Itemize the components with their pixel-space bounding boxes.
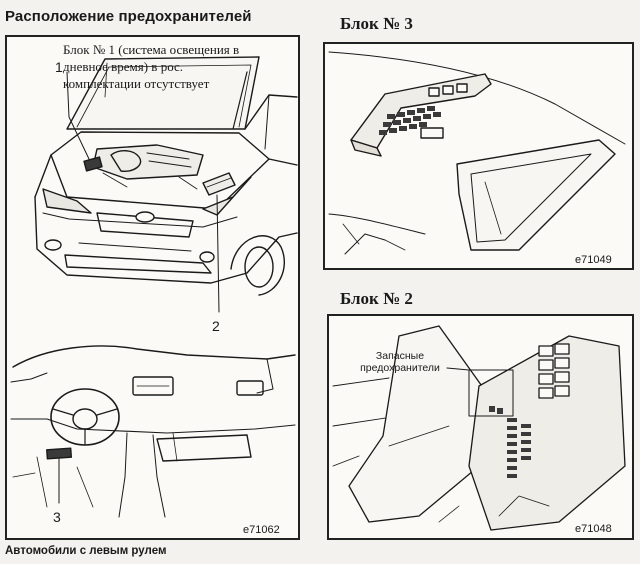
block1-note: Блок № 1 (система освещения в дневное вр…: [63, 42, 240, 91]
block2-illustration: [332, 325, 626, 531]
block3-title: Блок № 3: [340, 14, 413, 33]
block2-title: Блок № 2: [340, 289, 413, 308]
block2-panel: Запасные предохранители e71048: [327, 314, 634, 540]
block3-illustration: [328, 51, 626, 255]
page-footer: Автомобили с левым рулем: [5, 545, 167, 557]
spare-fuses-label: Запасные предохранители: [360, 350, 440, 374]
figure-code-block2: e71048: [575, 523, 612, 535]
figure-code-main: e71062: [243, 524, 280, 536]
callout-3: 3: [53, 509, 61, 525]
car-engine-illustration: [10, 56, 298, 518]
figure-code-block3: e71049: [575, 254, 612, 266]
main-diagram-panel: Блок № 1 (система освещения в дневное вр…: [5, 35, 300, 540]
block3-panel: e71049: [323, 42, 634, 270]
callout-2: 2: [212, 318, 220, 334]
callout-1: 1: [55, 59, 63, 75]
page-title: Расположение предохранителей: [5, 8, 252, 25]
